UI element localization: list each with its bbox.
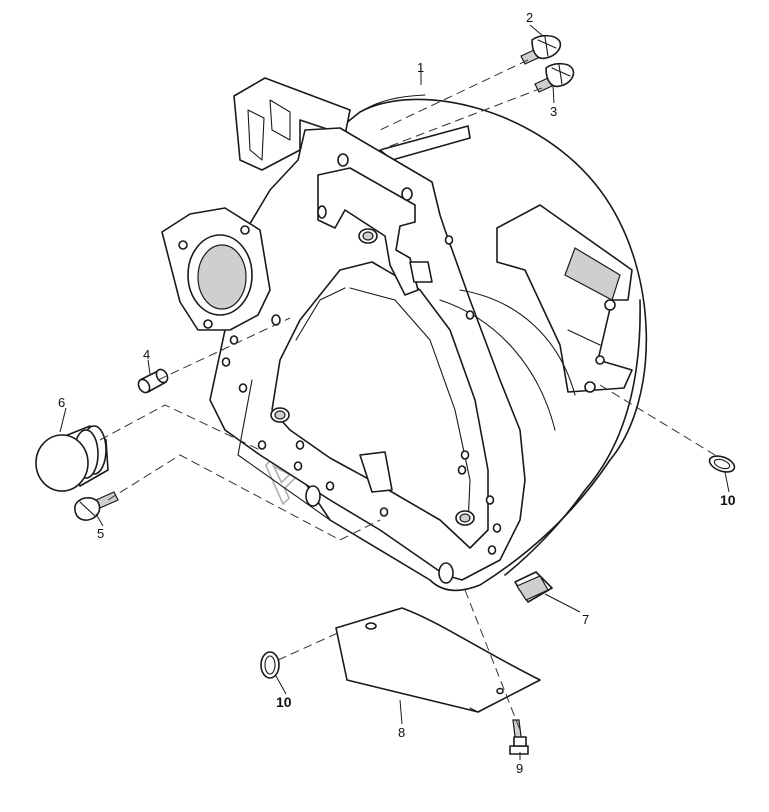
callout-2: 2 — [526, 10, 533, 25]
plug-part-7 — [514, 571, 553, 603]
leader-lines — [59, 24, 730, 760]
callout-6: 6 — [58, 395, 65, 410]
plug-part-6 — [35, 425, 109, 492]
flywheel-housing — [161, 77, 648, 592]
callout-3: 3 — [550, 104, 557, 119]
callout-10-right: 10 — [720, 492, 736, 508]
bolt-part-2 — [520, 34, 562, 65]
callout-10-bottom: 10 — [276, 694, 292, 710]
callout-4: 4 — [143, 347, 150, 362]
bolt-part-3 — [534, 62, 575, 93]
callout-5: 5 — [97, 526, 104, 541]
dowel-pin-part-4 — [137, 368, 169, 394]
callout-9: 9 — [516, 761, 523, 776]
screw-part-9 — [509, 719, 529, 755]
plug-part-10-bottom — [260, 651, 280, 679]
callout-8: 8 — [398, 725, 405, 740]
callout-1: 1 — [417, 60, 424, 75]
callout-7: 7 — [582, 612, 589, 627]
assembly-center-lines — [99, 59, 716, 731]
plug-part-10-right — [708, 455, 736, 473]
cover-plate-part-8 — [335, 607, 541, 713]
bolt-part-5 — [74, 491, 119, 521]
